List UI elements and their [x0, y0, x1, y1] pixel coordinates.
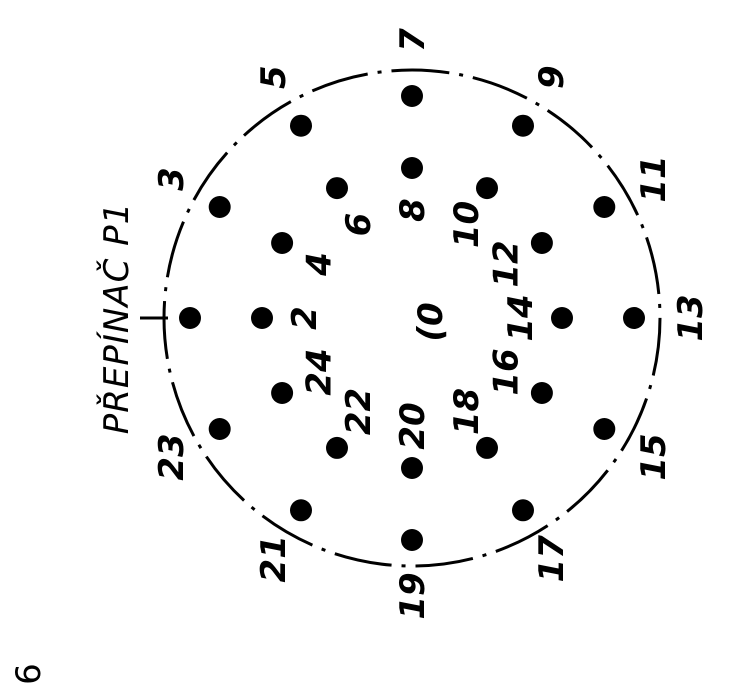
outer-pin-label-5: 5: [254, 65, 294, 89]
outer-pin-dot-21: [290, 499, 312, 522]
inner-pin-label-18: 18: [447, 388, 487, 435]
outer-pin-label-17: 17: [532, 535, 572, 583]
inner-pin-label-2: 2: [285, 306, 325, 330]
inner-pin-dot-18: [476, 436, 498, 459]
outer-pin-dot-15: [593, 418, 616, 440]
outer-pin-dot-17: [512, 499, 534, 522]
outer-pin-dot-9: [512, 114, 534, 137]
outer-pin-dot-1: [179, 307, 201, 329]
inner-pin-dot-16: [530, 382, 553, 404]
outer-pin-dot-13: [623, 307, 645, 329]
outer-pin-label-11: 11: [634, 155, 674, 202]
outer-pin-dot-3: [208, 196, 231, 218]
inner-pin-label-20: 20: [393, 402, 433, 449]
inner-pin-label-10: 10: [447, 201, 487, 248]
inner-pin-label-14: 14: [501, 294, 541, 341]
center-mark: (0: [411, 302, 451, 341]
inner-pin-dot-2: [251, 307, 273, 329]
inner-pin-dot-10: [476, 177, 498, 200]
outer-pin-dot-7: [401, 85, 423, 107]
outer-pin-label-7: 7: [393, 28, 433, 52]
outer-pin-dot-5: [290, 114, 312, 137]
inner-pin-dot-20: [401, 457, 423, 479]
outer-pin-label-19: 19: [393, 572, 433, 619]
inner-pin-dot-12: [530, 232, 553, 254]
inner-pin-dot-22: [326, 436, 348, 459]
inner-pin-dot-24: [271, 382, 294, 404]
outer-pin-label-21: 21: [254, 535, 294, 582]
inner-pin-label-12: 12: [487, 240, 527, 287]
inner-pin-label-4: 4: [300, 252, 340, 277]
inner-pin-label-16: 16: [487, 348, 527, 395]
inner-pin-dot-6: [326, 177, 348, 200]
inner-pin-label-6: 6: [339, 213, 379, 237]
outer-pin-label-15: 15: [634, 433, 674, 480]
figure-number: 6: [9, 663, 49, 685]
inner-pin-label-22: 22: [339, 388, 379, 435]
outer-pin-label-3: 3: [152, 167, 192, 191]
outer-pin-dot-23: [208, 418, 231, 440]
inner-pin-dot-4: [271, 232, 294, 254]
inner-pin-dot-14: [551, 307, 573, 329]
switch-title: PŘEPÍNAČ P1: [96, 202, 137, 435]
outer-pin-label-23: 23: [152, 433, 192, 480]
outer-pin-label-13: 13: [671, 294, 711, 341]
outer-pin-dot-19: [401, 529, 423, 551]
outer-pin-dot-11: [593, 196, 616, 218]
outer-pin-label-9: 9: [532, 65, 572, 89]
inner-pin-dot-8: [401, 157, 423, 179]
inner-pin-label-24: 24: [300, 348, 340, 395]
inner-pin-label-8: 8: [393, 198, 433, 222]
